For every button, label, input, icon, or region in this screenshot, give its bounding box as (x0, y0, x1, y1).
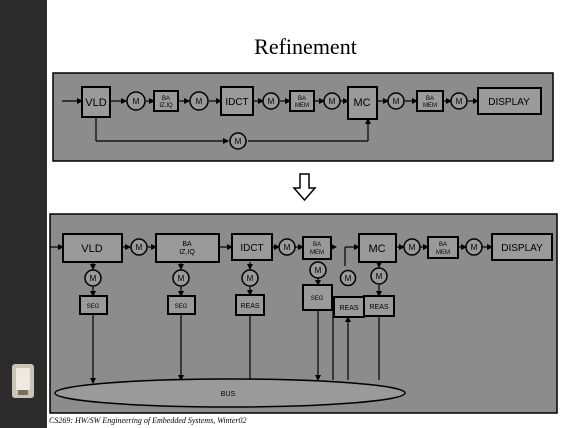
refined-idct-block (231, 233, 273, 261)
refined-m-label: M (471, 243, 478, 252)
refined-idct-label: IDCT (240, 243, 263, 254)
top-display-block (477, 87, 542, 115)
refined-display-label: DISPLAY (501, 243, 543, 254)
top-panel: VLD M BA IZ,IQ M IDCT M BA MEM M MC M BA… (52, 72, 554, 162)
top-ba-iziq-label-2: IZ,IQ (159, 103, 173, 109)
top-vld-label: VLD (85, 97, 106, 109)
refined-reas-label: REAS (240, 303, 259, 310)
slide-footer: CS269: HW/SW Engineering of Embedded Sys… (49, 416, 247, 425)
refined-m-node (172, 269, 190, 287)
refined-m-node (241, 269, 259, 287)
top-idct-label: IDCT (225, 97, 248, 108)
top-m-label: M (456, 97, 463, 106)
refined-panel: VLD M BA IZ,IQ IDCT M BA MEM MC M BA MEM… (49, 213, 558, 414)
top-m-node (387, 92, 405, 110)
top-ba-iziq-label-1: BA (162, 96, 170, 102)
refined-m-label: M (136, 243, 143, 252)
top-ba-iziq-block (153, 90, 179, 112)
refined-ba-mem2-block (427, 236, 459, 259)
refined-reas-block (235, 294, 265, 316)
refined-m-label: M (315, 266, 322, 275)
top-m-node (189, 91, 209, 111)
refined-seg-block (302, 284, 333, 311)
logo-highlight (16, 368, 30, 390)
refined-display-block (491, 233, 553, 261)
refined-m-node (370, 267, 388, 285)
top-display-label: DISPLAY (488, 97, 530, 108)
refined-seg-label: SEG (175, 304, 188, 310)
refined-ba-mem-label-2: MEM (310, 250, 324, 256)
refined-ba-mem2-label-1: BA (439, 242, 447, 248)
refined-ba-mem-label-1: BA (313, 242, 321, 248)
logo-icon (12, 364, 34, 398)
refined-seg-label: SEG (87, 304, 100, 310)
top-ba-mem2-label-1: BA (426, 96, 434, 102)
refined-vld-label: VLD (81, 243, 102, 255)
refinement-arrow-icon (292, 173, 317, 202)
refined-m-node (465, 238, 483, 256)
top-m-label: M (133, 97, 140, 106)
top-vld-block (81, 86, 111, 118)
refined-m-label: M (247, 274, 254, 283)
top-m-label: M (393, 97, 400, 106)
refined-ba-iziq-label-1: BA (182, 241, 192, 248)
refined-seg-block (79, 295, 108, 315)
top-m-label: M (268, 97, 275, 106)
refined-reas-label: REAS (369, 304, 388, 311)
refined-m-label: M (376, 272, 383, 281)
refined-reas-label: REAS (339, 305, 358, 312)
top-m-label: M (235, 137, 242, 146)
top-ba-mem2-block (416, 90, 444, 112)
refined-m-node (339, 269, 357, 287)
top-ba-mem2-label-2: MEM (423, 103, 437, 109)
refined-m-node (130, 238, 148, 256)
top-m-node (450, 92, 468, 110)
refined-m-node (403, 238, 421, 256)
refined-mc-block (358, 233, 397, 263)
refined-ba-mem-block (302, 236, 332, 260)
refined-m-label: M (90, 274, 97, 283)
refined-m-label: M (284, 243, 291, 252)
refined-m-node (278, 238, 296, 256)
top-m-node (229, 132, 247, 150)
refined-seg-block (167, 295, 196, 315)
top-ba-mem-block (289, 90, 315, 112)
top-m-node (126, 91, 146, 111)
top-m-label: M (329, 97, 336, 106)
refined-m-label: M (345, 274, 352, 283)
top-ba-mem-label-1: BA (298, 96, 306, 102)
refined-ba-mem2-label-2: MEM (436, 250, 450, 256)
refined-m-node (84, 269, 102, 287)
refined-ba-iziq-label-2: IZ,IQ (179, 249, 195, 256)
refined-m-label: M (409, 243, 416, 252)
top-m-label: M (196, 97, 203, 106)
refined-reas-block (363, 295, 395, 317)
refined-m-label: M (178, 274, 185, 283)
refined-vld-block (62, 233, 123, 263)
refined-mc-label: MC (368, 243, 385, 255)
top-mc-label: MC (353, 97, 370, 109)
bus-label: BUS (221, 391, 236, 398)
bus-ellipse (54, 378, 406, 408)
slide-title: Refinement (254, 34, 357, 59)
sidebar (0, 0, 47, 428)
top-m-node (262, 92, 280, 110)
top-ba-mem-label-2: MEM (295, 103, 309, 109)
top-mc-block (347, 86, 378, 120)
top-m-node (323, 92, 341, 110)
refined-seg-label: SEG (311, 296, 324, 302)
top-idct-block (220, 86, 254, 116)
logo-mark (18, 390, 28, 395)
refined-m-node (309, 261, 327, 279)
refined-ba-iziq-block (155, 233, 220, 263)
